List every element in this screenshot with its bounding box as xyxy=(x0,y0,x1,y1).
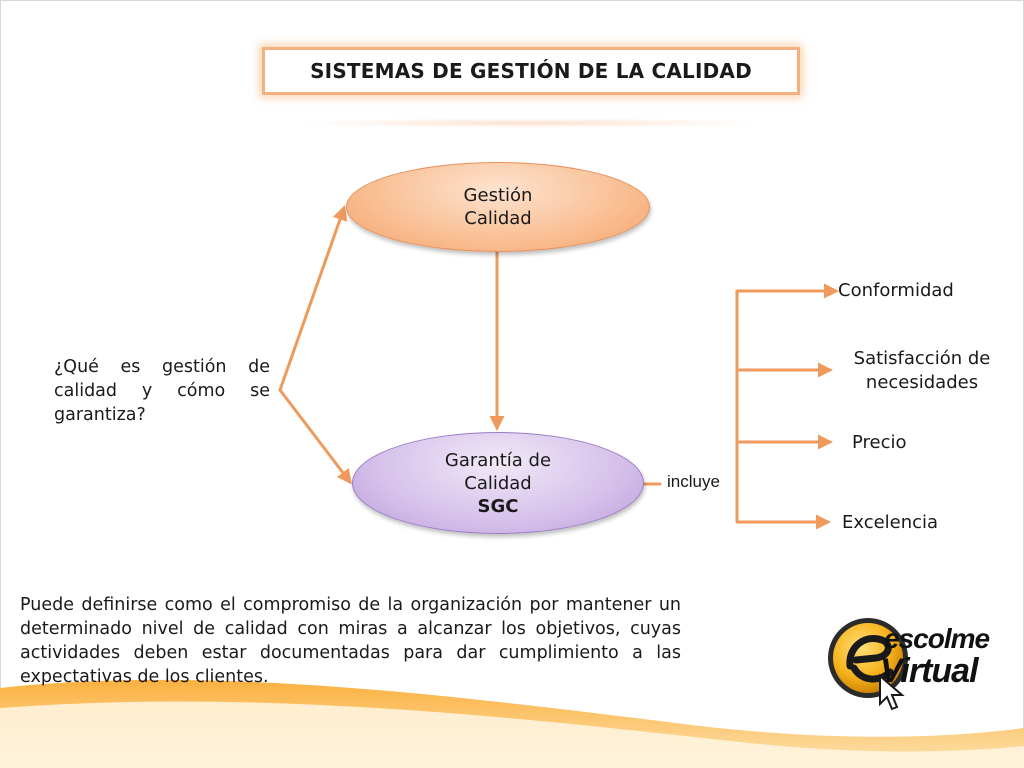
node-gestion-calidad: Gestión Calidad xyxy=(346,162,650,252)
question-text: ¿Qué es gestión de calidad y cómo se gar… xyxy=(54,357,270,425)
branch-label-conformidad: Conformidad xyxy=(838,280,954,301)
logo-text-virtual: Virtual xyxy=(880,652,979,690)
node-garantia-calidad: Garantía de Calidad SGC xyxy=(352,432,644,534)
slide-title: SISTEMAS DE GESTIÓN DE LA CALIDAD xyxy=(262,47,800,95)
branch-label-precio: Precio xyxy=(852,432,907,453)
arrow-question-to-gestion xyxy=(278,205,348,392)
node-gestion-line1: Gestión xyxy=(463,185,533,206)
branch-label-excelencia: Excelencia xyxy=(842,512,939,533)
arrow-question-to-garantia xyxy=(278,388,352,485)
title-reflection xyxy=(292,118,766,128)
node-garantia-line2: Calidad xyxy=(464,472,532,494)
node-garantia-sgc: SGC xyxy=(477,495,519,517)
node-gestion-line2: Calidad xyxy=(464,208,532,229)
includes-label: incluye xyxy=(667,472,720,491)
definition-paragraph: Puede definirse como el compromiso de la… xyxy=(20,595,681,687)
node-garantia-line1: Garantía de xyxy=(444,449,552,471)
branch-label-satisfaccion: Satisfacción de necesidades xyxy=(853,348,991,393)
logo-text-escolme: escolme xyxy=(884,623,990,654)
escolme-logo-icon xyxy=(828,618,908,711)
bottom-wave-decoration xyxy=(0,679,1024,768)
